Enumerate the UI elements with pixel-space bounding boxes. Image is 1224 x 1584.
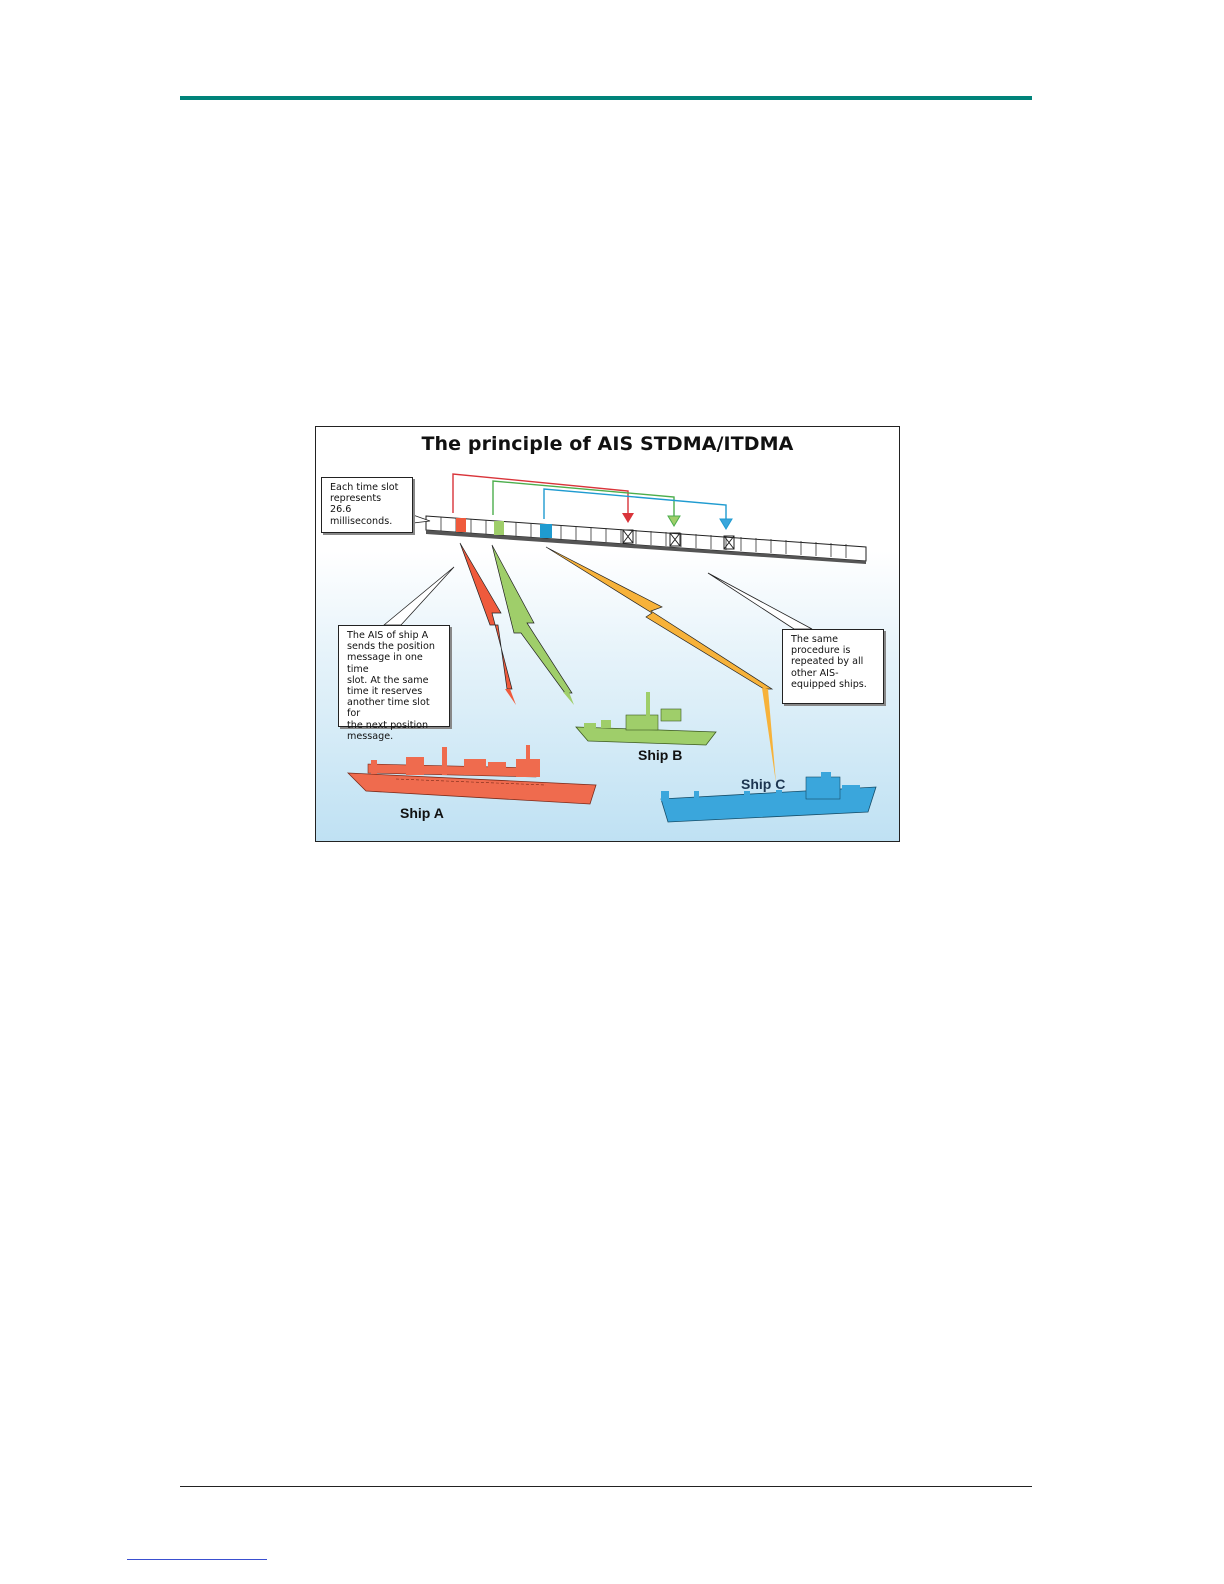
ship-c-label: Ship C	[741, 776, 786, 792]
ais-stdma-diagram: The principle of AIS STDMA/ITDMA Each ti…	[315, 426, 900, 842]
time-slot-strip	[425, 515, 867, 564]
same-procedure-callout: The same procedure is repeated by all ot…	[782, 629, 884, 704]
ship-a-callout: The AIS of ship A sends the position mes…	[338, 625, 450, 742]
diagram-artwork	[346, 473, 877, 823]
ship-b-label: Ship B	[638, 747, 683, 763]
reservation-arrows	[452, 473, 727, 521]
slot-ship-b	[494, 521, 504, 535]
slot-ship-a	[456, 518, 466, 532]
ship-a-label: Ship A	[400, 805, 444, 821]
ship-a-icon	[346, 745, 597, 805]
header-rule	[180, 96, 1032, 100]
time-slot-callout: Each time slot represents 26.6 milliseco…	[321, 477, 413, 533]
bolt-ship-b	[491, 544, 573, 694]
ship-c-icon	[660, 772, 877, 823]
bolt-ship-c	[545, 546, 774, 690]
footnote-rule	[127, 1559, 267, 1560]
ship-b-icon	[575, 692, 717, 746]
footer-rule	[180, 1486, 1032, 1487]
bolt-ship-a	[459, 542, 513, 690]
slot-ship-c	[540, 524, 552, 538]
diagram-title: The principle of AIS STDMA/ITDMA	[421, 433, 794, 455]
